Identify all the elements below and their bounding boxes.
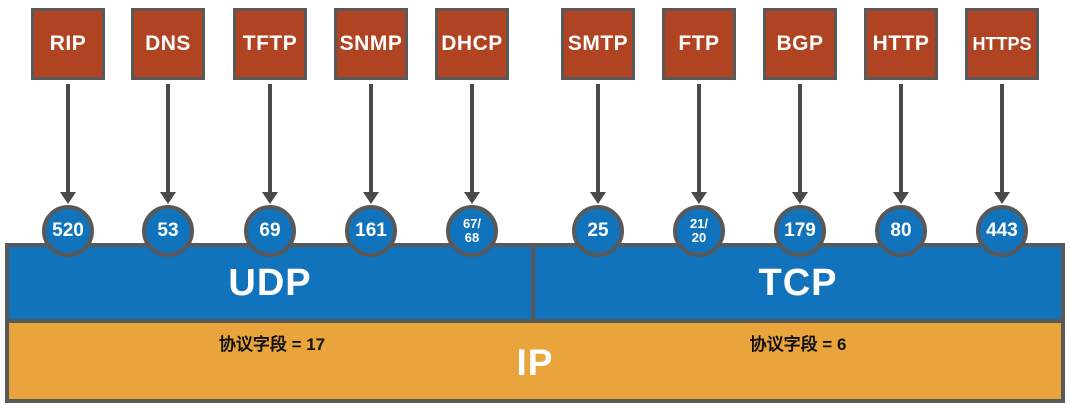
tcp-layer-bar: TCP (535, 247, 1061, 319)
arrow-head-icon (160, 192, 176, 204)
protocol-label: DNS (145, 32, 191, 55)
arrow-line (369, 84, 373, 192)
protocol-stack: UDP TCP 协议字段 = 17 协议字段 = 6 IP (5, 243, 1065, 403)
port-number: 67/ 68 (462, 215, 482, 245)
protocol-column-dhcp: DHCP 67/ 68 (435, 8, 509, 257)
port-number: 53 (157, 220, 179, 241)
protocol-box-http: HTTP (864, 8, 938, 80)
protocol-column-tftp: TFTP 69 (233, 8, 307, 257)
protocol-label: HTTPS (972, 33, 1032, 54)
arrow-head-icon (363, 192, 379, 204)
protocol-label: DHCP (441, 32, 503, 55)
protocol-label: SNMP (339, 32, 403, 55)
port-number: 161 (355, 220, 387, 241)
ip-label: IP (516, 342, 554, 383)
arrow-line (268, 84, 272, 192)
port-circle-ftp: 21/ 20 (673, 205, 725, 257)
protocol-box-smtp: SMTP (561, 8, 635, 80)
protocol-column-rip: RIP 520 (31, 8, 105, 257)
port-number: 80 (890, 220, 912, 241)
arrow-head-icon (464, 192, 480, 204)
port-number: 69 (259, 220, 281, 241)
arrow-line (798, 84, 802, 192)
ip-layer-bar: 协议字段 = 17 协议字段 = 6 IP (9, 323, 1061, 399)
arrow-line (470, 84, 474, 192)
port-number: 443 (986, 220, 1018, 241)
tcp-label: TCP (758, 261, 838, 304)
protocol-label: HTTP (872, 32, 930, 55)
protocol-box-tftp: TFTP (233, 8, 307, 80)
protocol-box-snmp: SNMP (334, 8, 408, 80)
protocol-column-http: HTTP 80 (864, 8, 938, 257)
protocol-box-rip: RIP (31, 8, 105, 80)
port-circle-https: 443 (976, 205, 1028, 257)
port-circle-http: 80 (875, 205, 927, 257)
port-number: 179 (784, 220, 816, 241)
protocol-column-ftp: FTP 21/ 20 (662, 8, 736, 257)
arrow-head-icon (262, 192, 278, 204)
arrow-head-icon (691, 192, 707, 204)
port-number: 21/ 20 (689, 215, 709, 245)
port-circle-bgp: 179 (774, 205, 826, 257)
protocol-box-https: HTTPS (965, 8, 1039, 80)
tcp-protocol-field-label: 协议字段 = 6 (749, 335, 847, 354)
arrow-head-icon (994, 192, 1010, 204)
arrow-line (899, 84, 903, 192)
protocol-label: RIP (49, 32, 87, 55)
port-circle-dhcp: 67/ 68 (446, 205, 498, 257)
port-number: 25 (587, 220, 609, 241)
protocol-column-https: HTTPS 443 (965, 8, 1039, 257)
arrow-line (66, 84, 70, 192)
arrow-head-icon (590, 192, 606, 204)
udp-protocol-field-label: 协议字段 = 17 (218, 335, 326, 354)
arrow-head-icon (893, 192, 909, 204)
port-circle-snmp: 161 (345, 205, 397, 257)
protocol-box-dns: DNS (131, 8, 205, 80)
port-circle-dns: 53 (142, 205, 194, 257)
arrow-line (1000, 84, 1004, 192)
transport-layer-row: UDP TCP (9, 247, 1061, 323)
port-circle-rip: 520 (42, 205, 94, 257)
protocol-box-bgp: BGP (763, 8, 837, 80)
arrow-head-icon (792, 192, 808, 204)
protocol-column-smtp: SMTP 25 (561, 8, 635, 257)
protocol-box-ftp: FTP (662, 8, 736, 80)
protocol-column-snmp: SNMP 161 (334, 8, 408, 257)
protocol-column-dns: DNS 53 (131, 8, 205, 257)
arrow-line (166, 84, 170, 192)
port-circle-smtp: 25 (572, 205, 624, 257)
protocol-label: BGP (776, 32, 824, 55)
arrow-line (596, 84, 600, 192)
protocol-column-bgp: BGP 179 (763, 8, 837, 257)
protocol-label: TFTP (242, 32, 298, 55)
protocol-label: FTP (678, 32, 720, 55)
port-number: 520 (52, 220, 84, 241)
port-circle-tftp: 69 (244, 205, 296, 257)
protocol-box-dhcp: DHCP (435, 8, 509, 80)
udp-label: UDP (228, 261, 312, 304)
arrow-head-icon (60, 192, 76, 204)
arrow-line (697, 84, 701, 192)
protocol-label: SMTP (567, 32, 629, 55)
udp-layer-bar: UDP (9, 247, 535, 319)
